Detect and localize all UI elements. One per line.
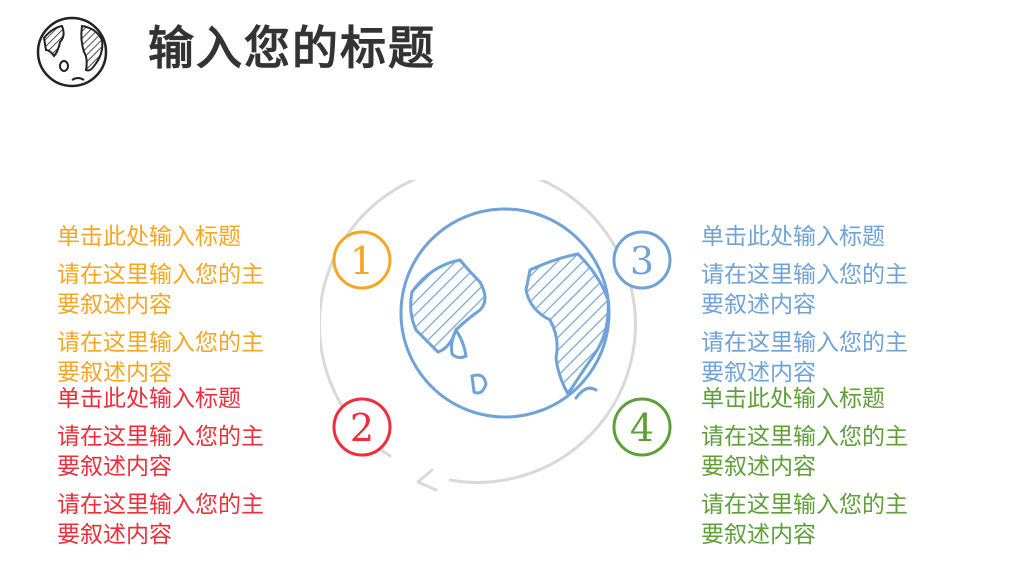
step-badge-1: 1 [332, 230, 392, 290]
svg-text:2: 2 [350, 406, 374, 450]
block-desc[interactable]: 请在这里输入您的主要叙述内容 [57, 330, 264, 386]
block-title[interactable]: 单击此处输入标题 [57, 386, 241, 412]
block-desc[interactable]: 请在这里输入您的主要叙述内容 [701, 330, 908, 386]
text-block-2: 单击此处输入标题 请在这里输入您的主要叙述内容 请在这里输入您的主要叙述内容 [57, 384, 287, 558]
block-desc[interactable]: 请在这里输入您的主要叙述内容 [701, 424, 908, 480]
text-block-4: 单击此处输入标题 请在这里输入您的主要叙述内容 请在这里输入您的主要叙述内容 [701, 384, 931, 558]
text-block-3: 单击此处输入标题 请在这里输入您的主要叙述内容 请在这里输入您的主要叙述内容 [701, 222, 931, 396]
step-badge-3: 3 [612, 230, 672, 290]
svg-text:3: 3 [630, 239, 654, 283]
block-desc[interactable]: 请在这里输入您的主要叙述内容 [57, 262, 264, 318]
cycle-ring [320, 180, 637, 484]
block-desc[interactable]: 请在这里输入您的主要叙述内容 [57, 424, 264, 480]
cycle-arrow-icon [416, 468, 438, 492]
text-block-1: 单击此处输入标题 请在这里输入您的主要叙述内容 请在这里输入您的主要叙述内容 [57, 222, 287, 396]
globe-icon [399, 207, 611, 419]
step-badge-2: 2 [332, 397, 392, 457]
block-title[interactable]: 单击此处输入标题 [57, 224, 241, 250]
block-title[interactable]: 单击此处输入标题 [701, 386, 885, 412]
svg-text:4: 4 [630, 406, 654, 450]
block-title[interactable]: 单击此处输入标题 [701, 224, 885, 250]
globe-icon [36, 16, 108, 88]
block-desc[interactable]: 请在这里输入您的主要叙述内容 [701, 262, 908, 318]
svg-text:1: 1 [350, 239, 374, 283]
cycle-diagram: 1 2 3 4 [320, 180, 672, 492]
block-desc[interactable]: 请在这里输入您的主要叙述内容 [701, 492, 908, 548]
step-badge-4: 4 [612, 397, 672, 457]
page-title: 输入您的标题 [148, 21, 436, 75]
block-desc[interactable]: 请在这里输入您的主要叙述内容 [57, 492, 264, 548]
